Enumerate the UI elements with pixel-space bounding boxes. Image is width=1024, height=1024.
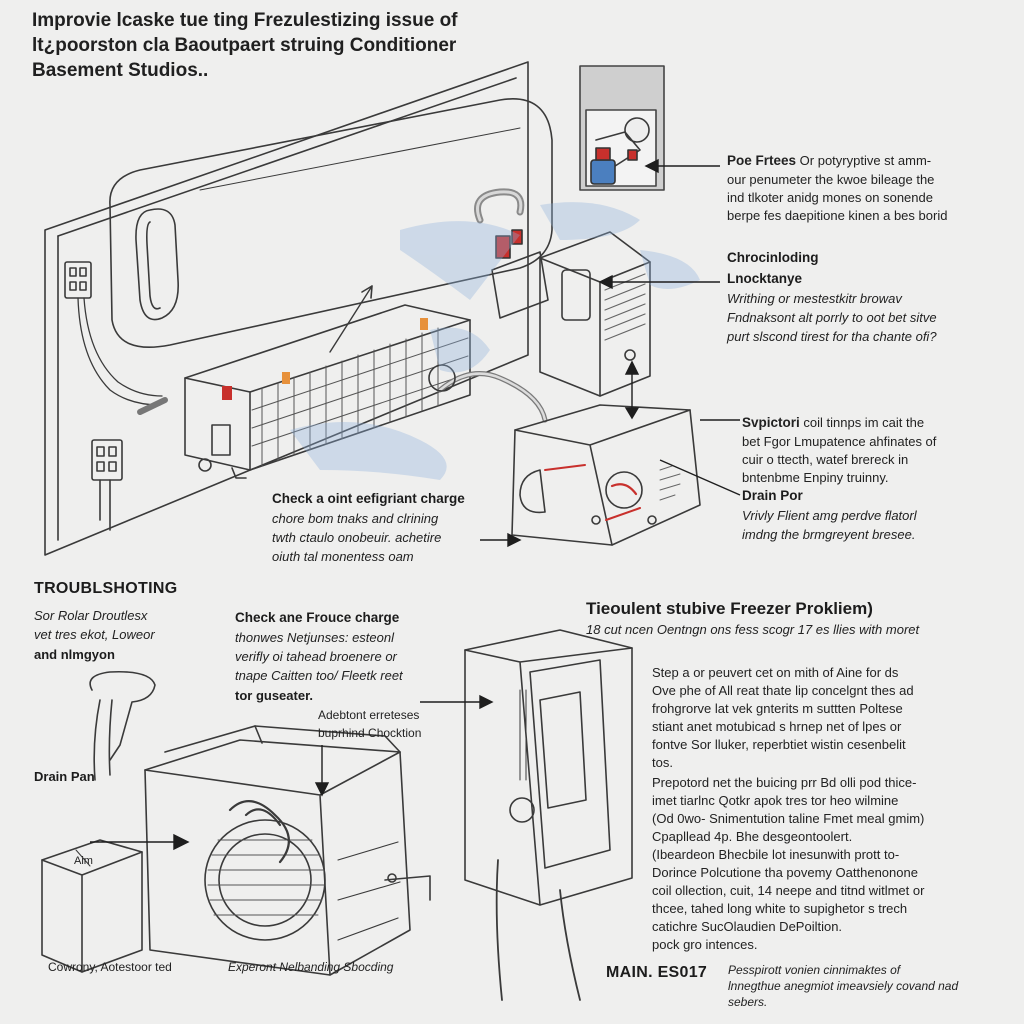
callout-line: ind tlkoter anidg mones on sonende [727,190,933,205]
airflow-blue-5 [430,327,490,373]
paragraph-line: coil ollection, cuit, 14 neepe and titnd… [652,883,925,898]
callout-heading: Svpictori [742,415,800,430]
callout-svpictori: Svpictori coil tinnps im cait the bet Fg… [742,412,936,487]
caption-bottom-mid: Experont Nelbanding Sbocding [228,960,394,974]
paragraph-line: thcee, tahed long white to supighetor s … [652,901,908,916]
callout-poe-frees: Poe Frtees Or potyryptive st amm- our pe… [727,150,947,225]
freezer-section-heading: Tieoulent stubive Freezer Prokliem) [586,599,873,618]
airflow-blue-1 [290,422,447,480]
wall-outlet-top [64,261,92,299]
callout-heading: Check ane Frouce charge [235,610,400,625]
condenser-unit [144,739,411,976]
indoor-unit-body [109,98,553,349]
callout-heading: Check a oint eefigriant charge [272,491,465,506]
callout-check-frouce: Check ane Frouce charge thonwes Netjunse… [235,607,403,706]
title-line-3: Basement Studios.. [32,60,209,81]
paragraph-line: imet tiarlnc Qotkr apok tres tor heo wil… [652,793,899,808]
callout-line: chore bom tnaks and clrining [272,511,439,526]
airflow-blue-2 [400,221,520,300]
airflow-blue-3 [540,202,640,240]
drain-pipe [89,670,156,761]
drain-unit [511,404,701,546]
callout-line: buprhind Chocktion [318,726,422,740]
airflow-blue-4 [640,250,700,289]
callout-line: cuir o ttecth, watef brereck in [742,452,909,467]
evaporator-coil [184,304,471,471]
callout-line: purt slscond tirest for tha chante ofi? [727,329,937,344]
caption-bottom-left: Cowrony, Aotestoor ted [48,960,172,974]
callout-line: bet Fgor Lmupatence ahfinates of [742,434,937,449]
freezer-section-subheading: 18 cut ncen Oentngn ons fess scogr 17 es… [586,622,920,637]
wall-panel [44,61,529,556]
paragraph-line: (Ibeardeon Bhecbile lot inesunwith prott… [652,847,900,862]
callout-check-refrigerant: Check a oint eefigriant charge chore bom… [272,488,465,566]
callout-line: bntenbme Enpiny truinny. [742,470,889,485]
paragraph-line: tos. [652,755,673,770]
callout-line: Writhing or mestestkitr browav [727,291,902,306]
paragraph-line: Dorince Polcutione tha povemy Oatthenono… [652,865,918,880]
drain-pan-box [41,839,143,973]
callout-line: Fndnaksont alt porrly to oot bet sitve [727,310,937,325]
freezer-paragraph-2: Prepotord net the buicing prr Bd olli po… [652,774,924,954]
paragraph-line: fontve Sor lluker, reperbtiet wistin ces… [652,737,906,752]
paragraph-line: Step a or peuvert cet on mith of Aine fo… [652,665,899,680]
electrical-panel [464,629,633,906]
callout-line: imdng the brmgreyent bresee. [742,527,916,542]
callout-heading: Drain Por [742,488,803,503]
callout-line: thonwes Netjunses: esteonl [235,630,394,645]
callout-subheading: Lnocktanye [727,271,803,286]
callout-line: verifly oi tahead broenere or [235,649,397,664]
callout-drain-por: Drain Por Vrivly Flient amg perdve flato… [742,485,917,544]
leader-drain-por [659,459,741,496]
paragraph-line: frohgrorve lat vek gnterits m suttten Po… [652,701,903,716]
paragraph-line: Ove phe of All reat thate lip concelgnt … [652,683,914,698]
page-title: Improvie lcaske tue ting Frezulestizing … [32,8,592,83]
callout-line: tnape Caitten too/ Fleetk reet [235,668,403,683]
callout-heading: Poe Frtees [727,153,797,168]
air-handler-cabinet [539,231,651,397]
main-line: lnnegthue anegmiot imeavsiely covand nad [728,979,959,993]
paragraph-line: Prepotord net the buicing prr Bd olli po… [652,775,917,790]
title-line-1: Improvie lcaske tue ting Frezulestizing … [32,10,458,31]
troubleshooting-line: vet tres ekot, Loweor [34,627,155,642]
freezer-paragraph-1: Step a or peuvert cet on mith of Aine fo… [652,664,914,772]
callout-line: coil tinnps im cait the [803,415,925,430]
callout-line: our penumeter the kwoe bileage the [727,172,935,187]
paragraph-line: (Od 0wo- Snimentution taline Fmet meal g… [652,811,925,826]
paragraph-line: catichre SucOlaudien DePoiltion. [652,919,843,934]
callout-line: berpe fes daepitione kinen a bes borid [727,208,948,223]
callout-tail: tor guseater. [235,688,314,703]
main-section-heading: MAIN. ES017 [606,964,708,981]
main-section-text: Pesspirott vonien cinnimaktes of lnnegth… [728,962,958,1010]
paragraph-line: pock gro intences. [652,937,758,952]
paragraph-line: stiant anet motubicad s hrnep net of lpe… [652,719,902,734]
drain-pan-label: Drain Pan [34,769,95,784]
title-line-2: lt¿poorston cla Baoutpaert struing Condi… [32,35,457,56]
troubleshooting-tail: and nlmgyon [34,647,115,662]
main-line: sebers. [728,995,768,1009]
callout-line: Adebtont erreteses [318,708,420,722]
callout-line: Vrivly Flient amg perdve flatorl [742,508,917,523]
callout-line: oiuth tal monentess oam [272,549,414,564]
callout-heading: Chrocinloding [727,250,819,265]
paragraph-line: Cpapllead 4p. Bhe desgeontoolert. [652,829,853,844]
callout-line: Or potyryptive st amm- [799,153,932,168]
troubleshooting-section: TROUBLSHOTING Sor Rolar Droutlesx vet tr… [34,578,177,665]
callout-line: twth ctaulo onobeuir. achetire [272,530,442,545]
main-line: Pesspirott vonien cinnimaktes of [728,963,901,977]
callout-adebtont: Adebtont erreteses buprhind Chocktion [318,706,421,742]
callout-chrocinloding: Chrocinloding Lnocktanye Writhing or mes… [727,247,937,346]
troubleshooting-heading: TROUBLSHOTING [34,580,178,597]
drain-pan-box-label: Aim [74,855,93,867]
troubleshooting-line: Sor Rolar Droutlesx [34,608,148,623]
wall-outlet-bottom [91,439,123,481]
